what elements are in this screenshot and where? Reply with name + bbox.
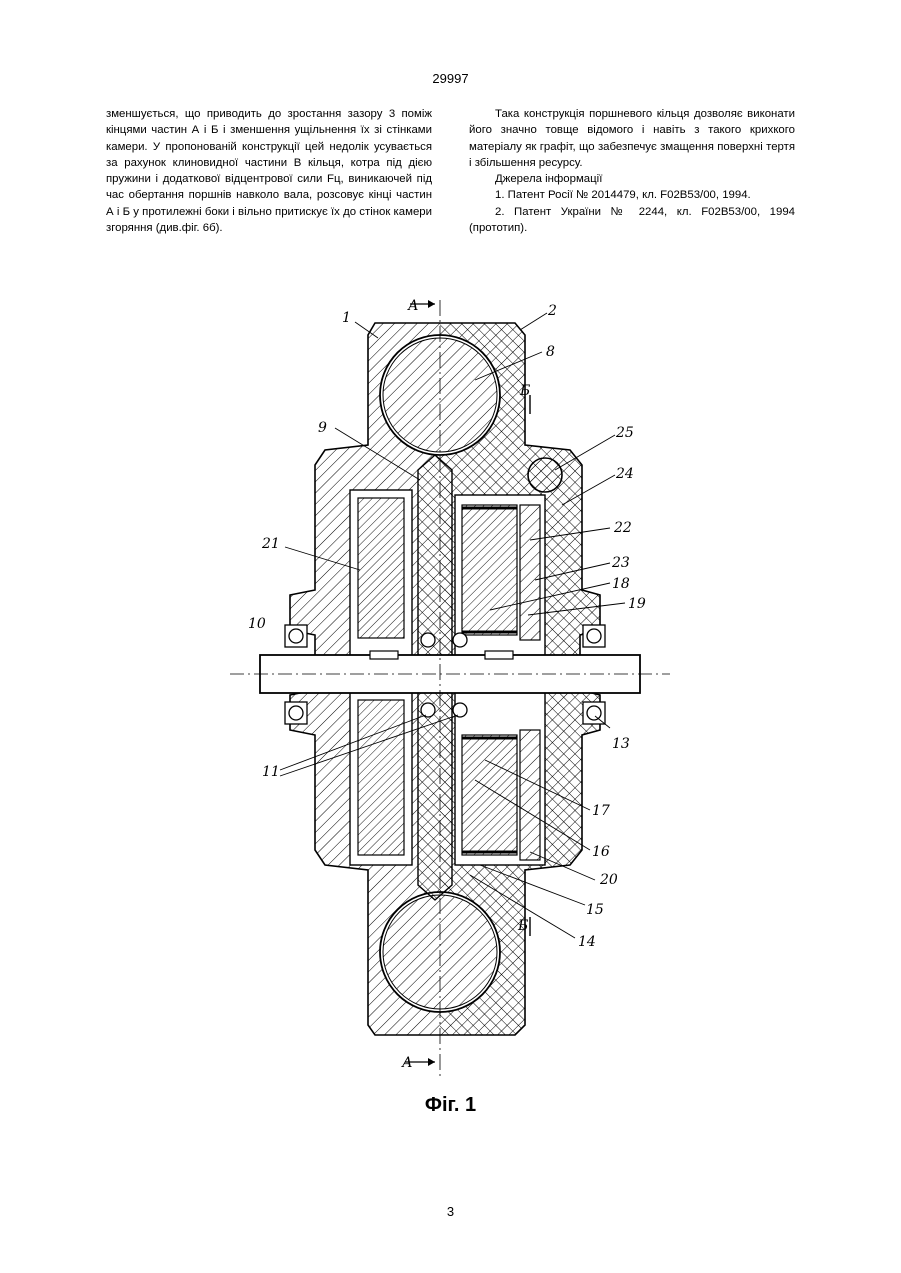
shaft [230, 651, 670, 693]
part-label: 13 [612, 736, 630, 752]
section-label: Б [519, 383, 530, 399]
part-label: 2 [547, 303, 557, 319]
right-paragraph: Така конструкція поршневого кільця дозво… [469, 106, 795, 171]
source-item: 1. Патент Росії № 2014479, кл. F02B53/00… [469, 187, 795, 203]
part-label: 19 [628, 596, 646, 612]
left-text-column: зменшується, що приводить до зростання з… [106, 106, 432, 236]
part-label: 10 [248, 616, 266, 632]
part-label: 20 [599, 872, 618, 888]
part-label: 15 [586, 902, 604, 918]
small-ball [528, 458, 562, 492]
right-text-column: Така конструкція поршневого кільця дозво… [469, 106, 795, 236]
part-label: 23 [611, 555, 630, 571]
source-item: 2. Патент України № 2244, кл. F02B53/00,… [469, 204, 795, 237]
part-label: 1 [342, 310, 351, 326]
part-label: 16 [592, 844, 610, 860]
part-label: 21 [261, 536, 280, 552]
part-label: 8 [546, 344, 555, 360]
part-label: 18 [612, 576, 630, 592]
section-label: А [401, 1055, 413, 1071]
technical-drawing: А А Б Б 1 2 8 9 25 24 22 21 23 18 19 10 … [190, 290, 710, 1090]
part-label: 14 [578, 934, 596, 950]
part-label: 22 [613, 520, 632, 536]
left-paragraph: зменшується, що приводить до зростання з… [106, 106, 432, 236]
section-label: А [407, 298, 419, 314]
document-number: 29997 [0, 71, 901, 86]
section-label: Б [517, 918, 528, 934]
part-label: 25 [615, 425, 634, 441]
part-label: 17 [592, 803, 610, 819]
part-label: 9 [318, 420, 327, 436]
part-label: 24 [615, 466, 634, 482]
part-label: 11 [262, 764, 280, 780]
page-number: 3 [0, 1204, 901, 1219]
figure-caption: Фіг. 1 [0, 1094, 901, 1117]
sources-heading: Джерела інформації [469, 171, 795, 187]
